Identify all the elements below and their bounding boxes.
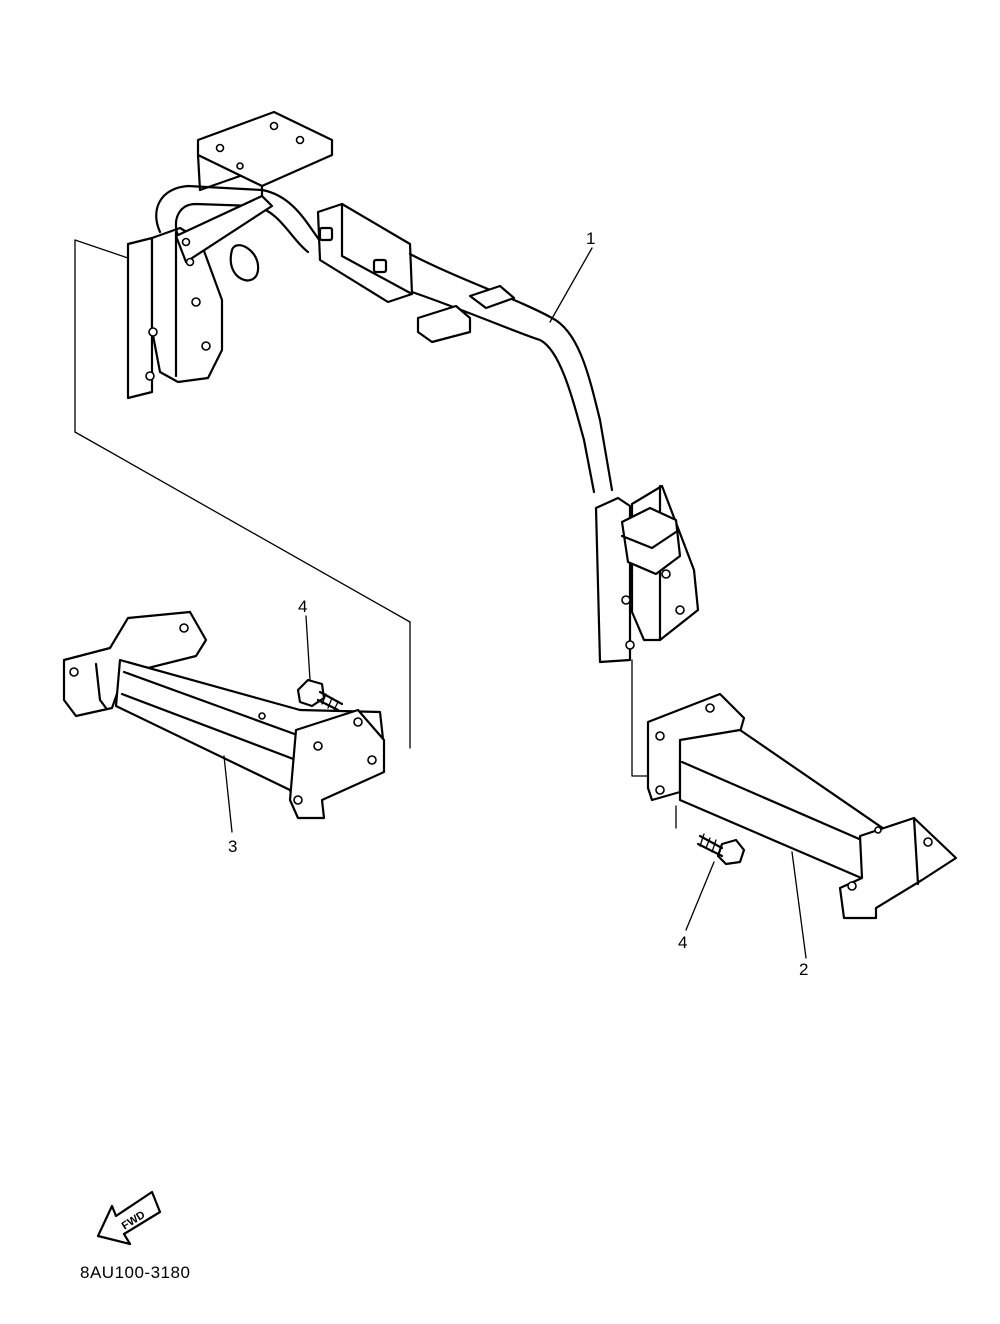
part-4-bolt-right	[685, 833, 746, 931]
part-2-right-bracket	[646, 692, 958, 959]
part-3-left-bracket	[62, 610, 386, 833]
callout-part-3: 3	[228, 837, 237, 856]
part-4-bolt-left	[296, 615, 344, 712]
forward-arrow-icon: FWD	[96, 1190, 162, 1246]
callout-part-2: 2	[799, 960, 808, 979]
drawing-code: 8AU100-3180	[80, 1263, 190, 1282]
part-1-handle-bar	[126, 110, 700, 664]
callout-part-1: 1	[586, 229, 595, 248]
alignment-lines	[74, 239, 677, 829]
callout-part-4-right: 4	[678, 933, 687, 952]
callout-part-4-left: 4	[298, 597, 307, 616]
